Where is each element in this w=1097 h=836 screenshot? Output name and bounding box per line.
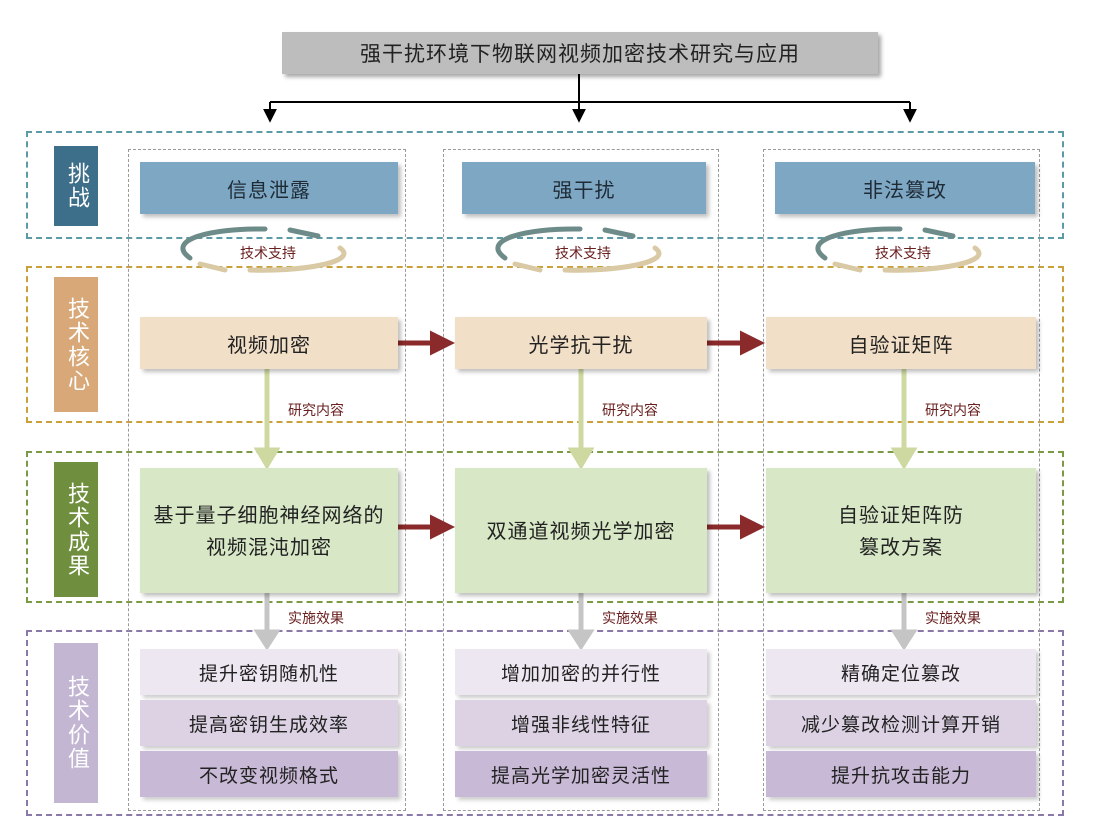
diagram-title: 强干扰环境下物联网视频加密技术研究与应用 [282, 32, 878, 74]
value-2-3: 提高光学加密灵活性 [455, 751, 707, 797]
value-1-2: 提高密钥生成效率 [140, 700, 398, 746]
tag-value: 技术价值 [54, 643, 98, 803]
challenge-box-1: 信息泄露 [140, 162, 398, 214]
research-label-3: 研究内容 [925, 403, 981, 419]
core-box-2: 光学抗干扰 [455, 317, 707, 369]
core-box-3: 自验证矩阵 [766, 317, 1036, 369]
tag-core: 技术核心 [54, 277, 98, 412]
result-zone [26, 451, 1064, 603]
value-1-3: 不改变视频格式 [140, 751, 398, 797]
tech-support-label-3: 技术支持 [875, 246, 931, 262]
column-2-frame [443, 149, 719, 811]
effect-arrowhead-3 [890, 629, 918, 651]
challenge-zone [26, 131, 1064, 239]
research-label-1: 研究内容 [288, 403, 344, 419]
value-zone [26, 630, 1064, 816]
value-3-3: 提升抗攻击能力 [766, 751, 1036, 797]
core-zone [26, 266, 1064, 423]
support-loop-2 [495, 226, 662, 273]
effect-arrowhead-2 [567, 629, 595, 651]
tech-support-label-1: 技术支持 [240, 246, 296, 262]
research-label-2: 研究内容 [602, 403, 658, 419]
support-loop-3 [815, 226, 982, 273]
title-tree-connector [263, 74, 917, 123]
research-arrowhead-2 [567, 447, 595, 470]
value-3-1: 精确定位篡改 [766, 649, 1036, 695]
research-arrowhead-3 [890, 447, 918, 470]
challenge-box-2: 强干扰 [462, 162, 706, 214]
effect-arrowhead-1 [253, 629, 281, 651]
challenge-box-3: 非法篡改 [775, 162, 1035, 214]
value-2-1: 增加加密的并行性 [455, 649, 707, 695]
result-box-3: 自验证矩阵防篡改方案 [766, 468, 1036, 593]
tech-support-label-2: 技术支持 [555, 246, 611, 262]
column-3-frame [763, 149, 1040, 811]
effect-label-1: 实施效果 [288, 611, 344, 627]
effect-label-2: 实施效果 [602, 611, 658, 627]
value-1-1: 提升密钥随机性 [140, 649, 398, 695]
result-box-1: 基于量子细胞神经网络的视频混沌加密 [140, 468, 398, 593]
effect-label-3: 实施效果 [925, 611, 981, 627]
column-1-frame [128, 149, 406, 811]
tag-result: 技术成果 [54, 462, 98, 597]
core-box-1: 视频加密 [140, 317, 398, 369]
tag-challenge: 挑战 [54, 146, 98, 226]
support-loop-1 [180, 226, 347, 273]
value-3-2: 减少篡改检测计算开销 [766, 700, 1036, 746]
value-2-2: 增强非线性特征 [455, 700, 707, 746]
result-box-2: 双通道视频光学加密 [455, 468, 707, 593]
research-arrowhead-1 [253, 447, 281, 470]
